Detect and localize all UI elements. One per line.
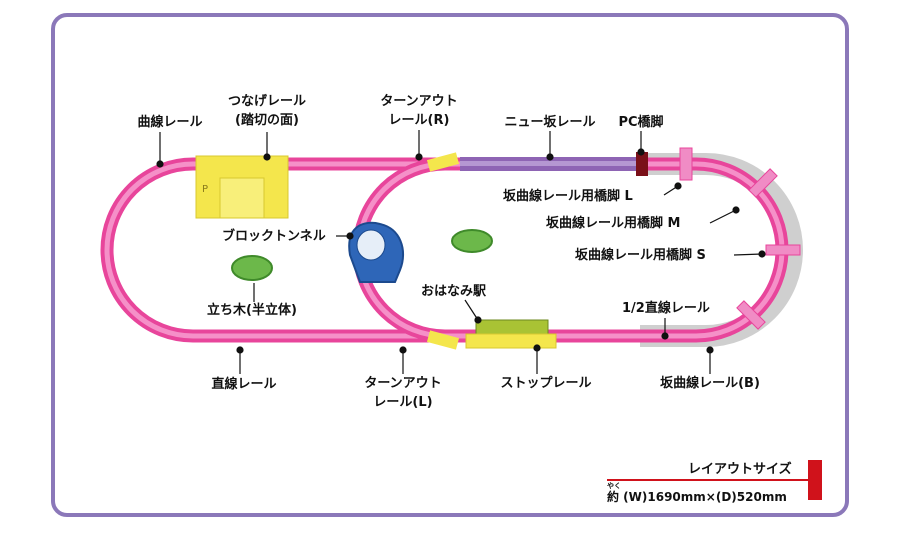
outer-loop-track-inner xyxy=(104,161,785,339)
slope-pier-m-top xyxy=(748,168,778,198)
label-slope-curve-b: 坂曲線レール(B) xyxy=(660,376,760,391)
tree-left xyxy=(231,255,273,281)
layout-size-value: 約 (W)1690mm×(D)520mm xyxy=(607,490,787,504)
label-connect-rail-2: (踏切の面) xyxy=(235,113,299,128)
label-half-straight: 1/2直線レール xyxy=(622,301,710,316)
label-turnout-r-2: レール(R) xyxy=(388,113,450,128)
block-tunnel xyxy=(348,221,405,283)
crossing-gate xyxy=(219,177,265,219)
turnout-l xyxy=(426,330,460,350)
parking-mark: P xyxy=(202,184,208,195)
label-slope-pier-l: 坂曲線レール用橋脚 L xyxy=(503,189,633,204)
turnout-r xyxy=(426,152,460,172)
tree-center xyxy=(451,229,493,253)
frame-border xyxy=(51,13,849,517)
label-tree: 立ち木(半立体) xyxy=(207,303,297,318)
label-curve-rail: 曲線レール xyxy=(137,115,203,130)
label-station: おはなみ駅 xyxy=(421,284,487,299)
slope-pier-s xyxy=(765,244,801,256)
label-turnout-l-1: ターンアウト xyxy=(364,376,442,391)
label-connect-rail-1: つなげレール xyxy=(227,94,307,109)
station-platform xyxy=(475,319,549,335)
label-pc-pier: PC橋脚 xyxy=(618,115,664,130)
size-accent-bar xyxy=(808,460,822,500)
label-slope-pier-m: 坂曲線レール用橋脚 M xyxy=(546,216,681,231)
slope-pier-l xyxy=(679,147,693,181)
slope-pier-m-bottom xyxy=(736,300,766,330)
label-slope-pier-s: 坂曲線レール用橋脚 S xyxy=(575,248,706,263)
label-turnout-l-2: レール(L) xyxy=(373,395,433,410)
new-slope-rail-inner xyxy=(460,161,640,166)
label-turnout-r-1: ターンアウト xyxy=(380,94,458,109)
layout-size-title: レイアウトサイズ xyxy=(688,462,792,477)
label-new-slope-rail: ニュー坂レール xyxy=(504,115,596,130)
label-stop-rail: ストップレール xyxy=(500,376,592,391)
label-straight-rail: 直線レール xyxy=(211,377,277,392)
layout-size-furigana: やく xyxy=(607,482,621,490)
pc-pier xyxy=(636,152,648,176)
label-block-tunnel: ブロックトンネル xyxy=(222,229,326,244)
stop-rail xyxy=(465,333,557,349)
leader-lines xyxy=(156,130,766,374)
